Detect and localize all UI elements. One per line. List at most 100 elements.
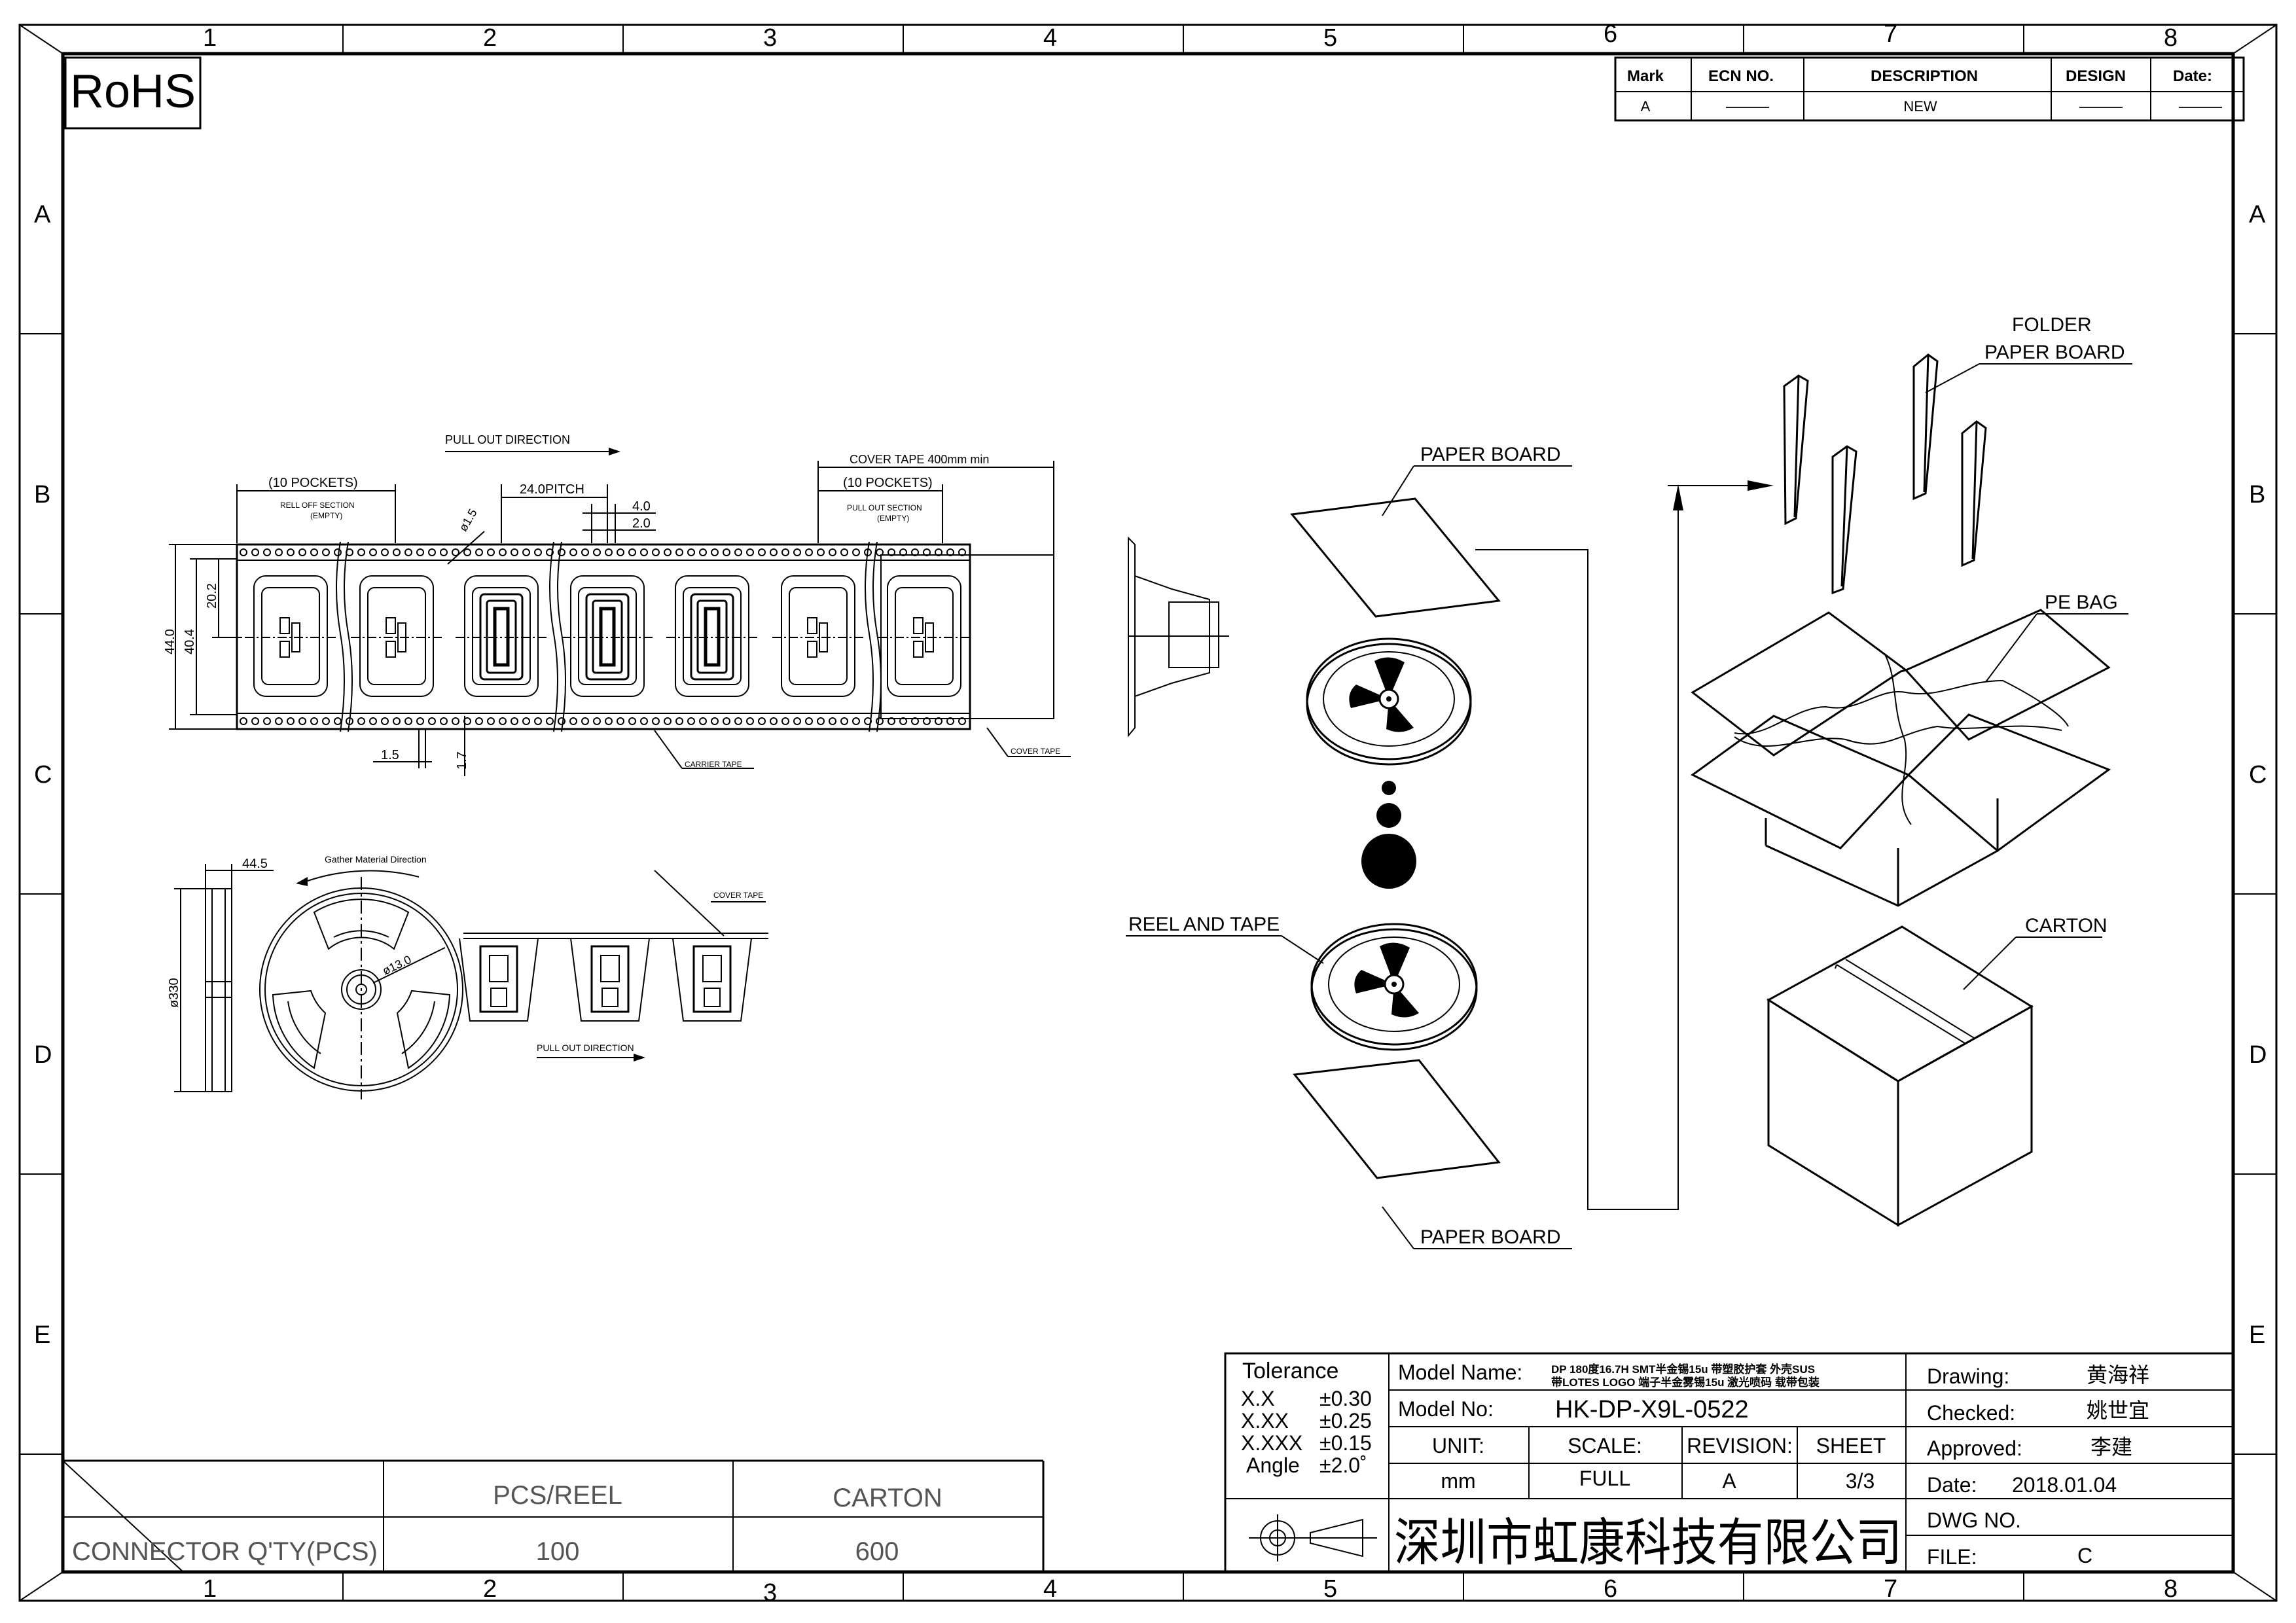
sprocket-hole (687, 717, 695, 725)
sprocket-hole (829, 548, 836, 556)
sprocket-hole (452, 548, 459, 556)
dim-4-0: 4.0 (632, 499, 651, 514)
sprocket-hole (499, 717, 507, 725)
col-label-2: 2 (483, 24, 497, 52)
sprocket-hole (711, 548, 719, 556)
rev-date: ——— (2179, 98, 2222, 115)
sprocket-hole (617, 548, 624, 556)
sprocket-hole (664, 717, 672, 725)
sprocket-hole (322, 548, 330, 556)
sprocket-hole (475, 548, 483, 556)
sprocket-hole (805, 717, 813, 725)
spacer-dot-large (1361, 834, 1416, 889)
sprocket-hole (805, 548, 813, 556)
sprocket-hole (876, 548, 884, 556)
folder-label: FOLDER (2012, 314, 2092, 336)
sprocket-hole (699, 717, 707, 725)
qty-header-carton: CARTON (833, 1484, 942, 1512)
cover-tape-label: COVER TAPE (1011, 747, 1060, 756)
sprocket-hole (687, 548, 695, 556)
sprocket-hole (322, 717, 330, 725)
folder-paper-board-label: PAPER BOARD (1984, 342, 2125, 363)
pocket (772, 575, 864, 697)
sprocket-hole (499, 548, 507, 556)
paper-board-bottom (1293, 1059, 1501, 1179)
sprocket-hole (428, 548, 436, 556)
sprocket-hole (569, 717, 577, 725)
pocket (456, 575, 547, 697)
sprocket-hole (652, 717, 660, 725)
tol-angle-value: ±2.0˚ (1319, 1454, 1367, 1477)
dim-2-0: 2.0 (632, 516, 651, 531)
sprocket-hole (357, 548, 365, 556)
tol-xxx-value: ±0.25 (1319, 1409, 1372, 1433)
sprocket-hole (640, 717, 648, 725)
quantity-table: PCS/REEL CARTON CONNECTOR Q'TY(PCS) 100 … (62, 1459, 1045, 1573)
sprocket-hole (628, 717, 636, 725)
sprocket-hole (381, 548, 389, 556)
sprocket-hole (240, 548, 247, 556)
pocket (562, 575, 653, 697)
row-label-a-right: A (2249, 201, 2266, 228)
reel-bottom (1310, 923, 1478, 1051)
row-label-b: B (34, 481, 50, 508)
title-block: Tolerance X.X ±0.30 X.XX ±0.25 X.XXX ±0.… (1224, 1352, 2234, 1573)
sprocket-hole (251, 717, 259, 725)
hole-dia-dim: ø1.5 (456, 507, 479, 533)
empty-right-label: (EMPTY) (877, 514, 909, 523)
revision-table: Mark ECN NO. DESCRIPTION DESIGN Date: A … (1614, 56, 2245, 122)
row-label-c: C (34, 761, 52, 789)
col-label-4-bottom: 4 (1043, 1575, 1057, 1603)
sprocket-hole (404, 717, 412, 725)
sprocket-hole (357, 717, 365, 725)
sprocket-hole (369, 548, 377, 556)
pe-bag-label: PE BAG (2045, 592, 2118, 613)
sprocket-hole (263, 717, 271, 725)
spacer-dot-medium (1376, 803, 1401, 828)
dim-20-2: 20.2 (205, 583, 219, 609)
spacer-dot-small (1382, 781, 1396, 795)
sprocket-hole (734, 548, 742, 556)
paper-board-top (1290, 497, 1501, 618)
revision-label: REVISION: (1687, 1434, 1793, 1457)
col-label-8-bottom: 8 (2164, 1575, 2178, 1603)
rev-header-date: Date: (2173, 67, 2212, 85)
sprocket-hole (888, 717, 895, 725)
sprocket-hole (522, 548, 530, 556)
outer-border (18, 24, 2278, 1602)
sprocket-hole (381, 717, 389, 725)
sheet-value: 3/3 (1846, 1469, 1874, 1493)
model-no: HK-DP-X9L-0522 (1555, 1396, 1749, 1423)
sprocket-hole (605, 548, 613, 556)
dim-40-4: 40.4 (183, 629, 197, 654)
sprocket-hole (511, 717, 518, 725)
sprocket-hole (746, 717, 754, 725)
dim-1-5: 1.5 (381, 748, 399, 762)
sprocket-hole (829, 717, 836, 725)
ten-pockets-right: (10 POCKETS) (843, 476, 933, 490)
model-name-line1: DP 180度16.7H SMT半金锡15u 带塑胶护套 外壳SUS (1551, 1363, 1815, 1376)
file-value: C (2077, 1544, 2092, 1567)
model-name-label: Model Name: (1398, 1361, 1522, 1384)
date-value: 2018.01.04 (2012, 1473, 2117, 1497)
sprocket-hole (840, 548, 848, 556)
sprocket-hole (404, 548, 412, 556)
qty-row-label: CONNECTOR Q'TY(PCS) (72, 1537, 378, 1566)
col-label-8: 8 (2164, 24, 2178, 52)
packing-exploded-view: PAPER BOARD REEL AND TAPE (1126, 314, 2132, 1249)
drawing-name: 黄海祥 (2087, 1363, 2149, 1387)
sprocket-hole (287, 717, 295, 725)
sheet-label: SHEET (1816, 1434, 1886, 1457)
pull-out-direction-label: PULL OUT DIRECTION (445, 433, 570, 446)
qty-carton: 600 (855, 1537, 899, 1566)
sprocket-hole (888, 548, 895, 556)
flow-line (1475, 495, 1679, 1210)
tolerance-title: Tolerance (1242, 1359, 1338, 1383)
sprocket-hole (923, 548, 931, 556)
sprocket-hole (699, 548, 707, 556)
cover-tape-400-label: COVER TAPE 400mm min (850, 453, 989, 466)
sprocket-hole (334, 548, 342, 556)
qty-pcs-per-reel: 100 (536, 1537, 580, 1566)
sprocket-hole (664, 548, 672, 556)
col-label-6-bottom: 6 (1604, 1575, 1617, 1603)
